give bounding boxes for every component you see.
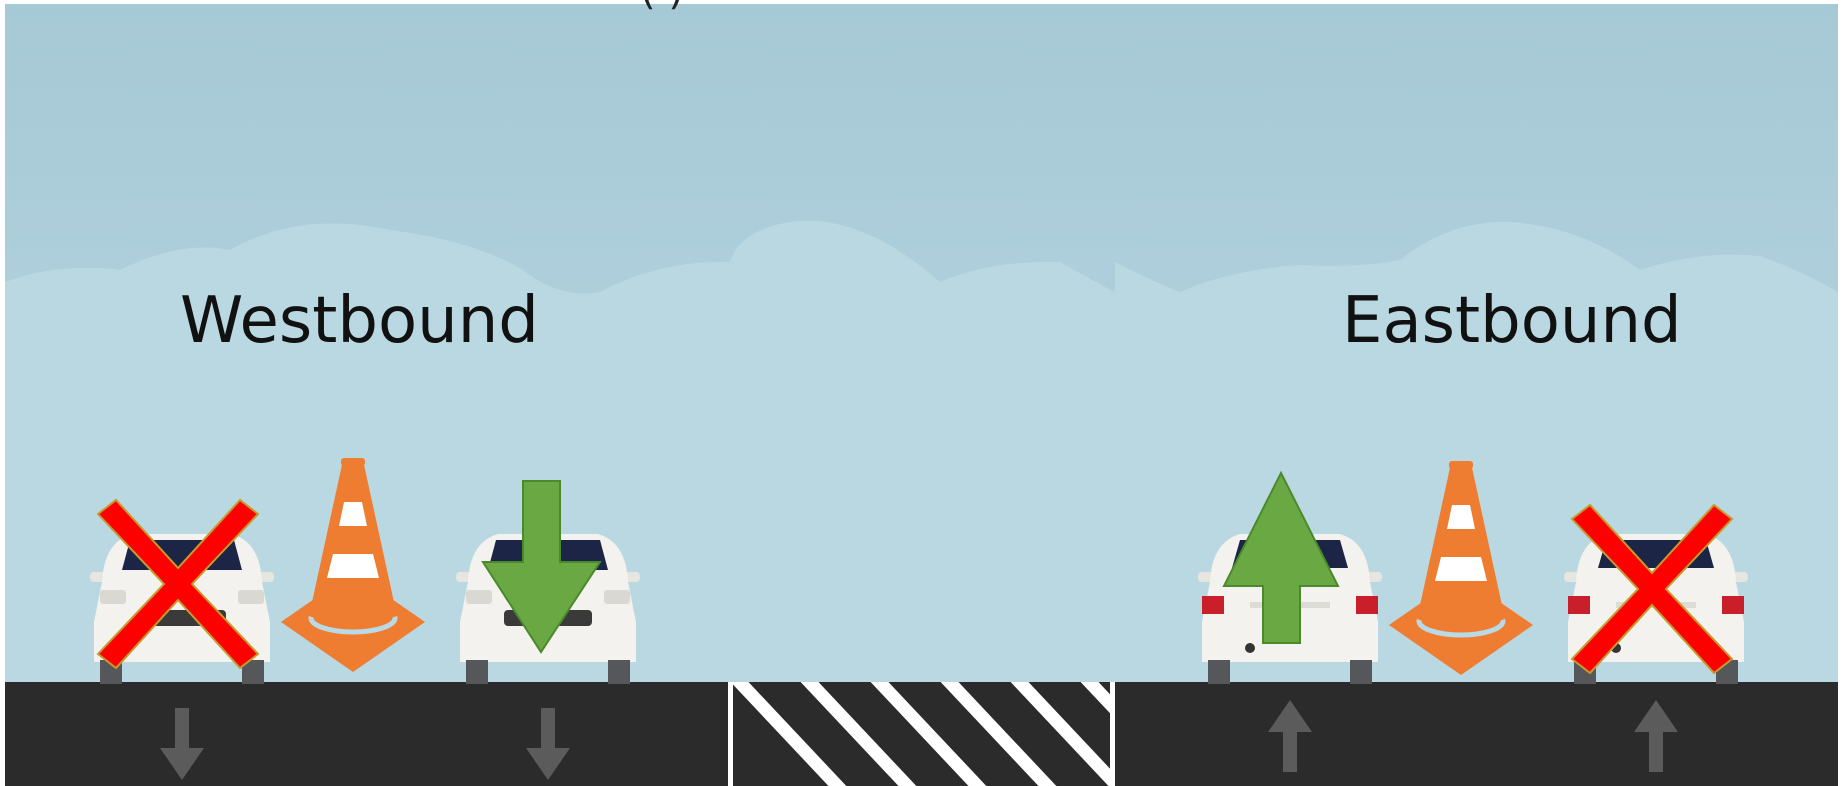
- title-fragment: ( ): [640, 0, 684, 14]
- eastbound-label: Eastbound: [1342, 284, 1682, 358]
- westbound-label: Westbound: [180, 284, 539, 358]
